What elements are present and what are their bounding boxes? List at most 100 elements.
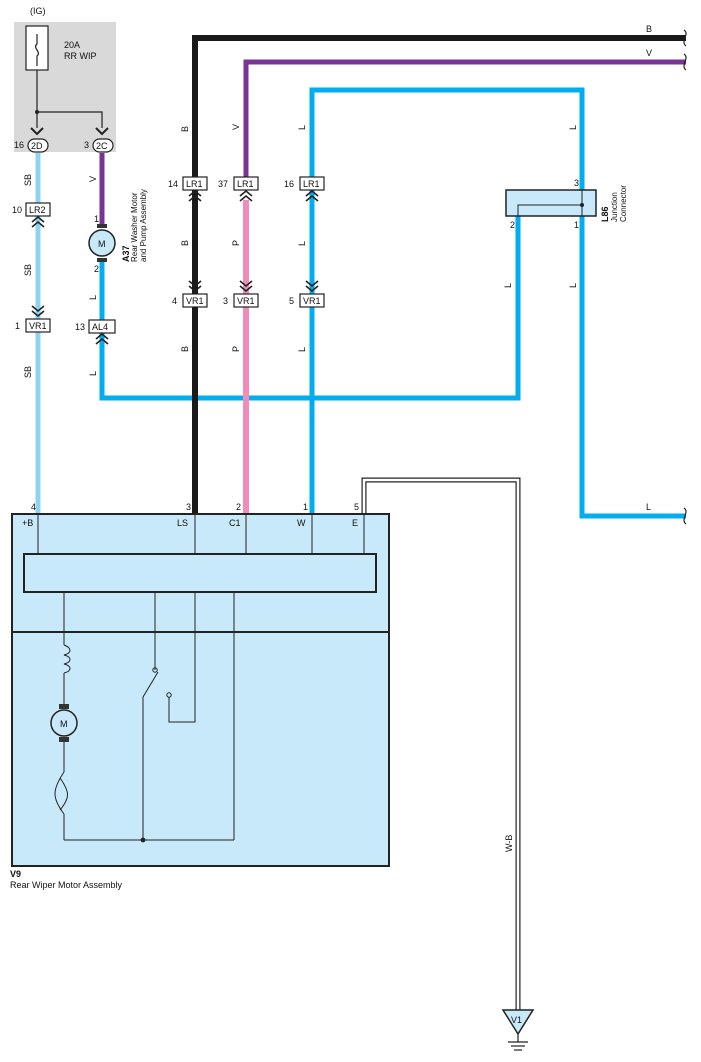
svg-text:M: M [60, 719, 68, 729]
wire-l-w [309, 87, 585, 514]
svg-text:5: 5 [289, 296, 294, 306]
svg-text:10: 10 [12, 205, 22, 215]
svg-text:L: L [503, 283, 513, 288]
fuse-icon [34, 34, 40, 66]
svg-text:L: L [568, 125, 578, 130]
svg-text:SB: SB [23, 366, 33, 378]
svg-text:VR1: VR1 [237, 296, 255, 306]
connectors: LR2 10 VR1 1 AL4 13 LR1 14 VR [12, 176, 325, 345]
connector-lr1-l: LR1 16 [284, 176, 325, 202]
svg-text:P: P [231, 346, 241, 352]
ground-v1: V1 [501, 1009, 535, 1051]
arrow-icon [30, 127, 44, 136]
connector-vr1-l: VR1 5 [289, 280, 325, 308]
fuse-out-pin-1: 16 [14, 140, 24, 150]
svg-text:AL4: AL4 [92, 322, 108, 332]
washer-motor-id: A37 [121, 245, 131, 262]
junction-connector-l86: 3 2 1 L86 Junction Connector [505, 178, 628, 230]
connector-lr1-v: LR1 37 [218, 176, 259, 202]
connector-vr1-sb: VR1 1 [15, 305, 51, 333]
connector-al4: AL4 13 [75, 319, 116, 345]
motor-assembly-id: V9 [10, 869, 21, 879]
svg-text:VR1: VR1 [29, 321, 47, 331]
svg-text:W-B: W-B [504, 835, 514, 852]
svg-text:LR1: LR1 [186, 179, 203, 189]
control-unit-block [23, 553, 377, 593]
break-icon [683, 507, 687, 525]
wire-wb [361, 477, 521, 1010]
washer-motor-name2: and Pump Assembly [139, 189, 148, 262]
svg-text:L: L [297, 347, 307, 352]
svg-text:VR1: VR1 [303, 296, 321, 306]
connector-vr1-p: VR1 3 [223, 280, 259, 308]
arrow-icon [95, 127, 109, 136]
svg-text:V: V [231, 124, 241, 130]
svg-text:16: 16 [284, 179, 294, 189]
svg-text:1: 1 [574, 220, 579, 230]
svg-text:W: W [297, 518, 306, 528]
rear-wiper-motor-assembly-v9: 4 3 2 1 5 +B LS C1 W E [10, 502, 390, 890]
fuse-out-conn-2: 2C [96, 141, 108, 151]
svg-text:L: L [88, 295, 98, 300]
svg-text:L: L [297, 241, 307, 246]
junction-name1: Junction [610, 192, 619, 222]
wire-label-l-end: L [646, 502, 651, 512]
wire-break-icons [683, 29, 687, 525]
wire-b [192, 35, 686, 514]
fuse-out-conn-1: 2D [31, 141, 43, 151]
wire-color-labels: SB SB SB V L L B B B V P P L L L L L L W… [23, 124, 578, 852]
svg-text:14: 14 [168, 179, 178, 189]
svg-text:4: 4 [172, 296, 177, 306]
svg-text:B: B [180, 126, 190, 132]
svg-text:2: 2 [236, 502, 241, 512]
svg-text:V: V [88, 176, 98, 182]
svg-text:B: B [180, 346, 190, 352]
svg-text:V1: V1 [511, 1015, 522, 1025]
wire-label-b-end: B [646, 24, 652, 34]
svg-text:LS: LS [177, 518, 188, 528]
svg-text:1: 1 [15, 321, 20, 331]
fuse-amp: 20A [64, 40, 80, 50]
coil-icon [63, 644, 71, 674]
svg-text:SB: SB [23, 264, 33, 276]
connector-vr1-b: VR1 4 [172, 280, 208, 308]
svg-text:2: 2 [510, 220, 515, 230]
break-icon [683, 53, 687, 71]
ig-label: (IG) [30, 6, 46, 16]
switch-icon [142, 671, 159, 698]
svg-text:3: 3 [223, 296, 228, 306]
svg-text:2: 2 [94, 264, 99, 274]
svg-text:3: 3 [186, 502, 191, 512]
connector-lr2: LR2 10 [12, 202, 51, 228]
svg-text:L: L [297, 125, 307, 130]
svg-text:LR2: LR2 [29, 205, 46, 215]
svg-text:LR1: LR1 [303, 179, 320, 189]
washer-motor-name1: Rear Washer Motor [130, 192, 139, 262]
svg-text:P: P [231, 240, 241, 246]
wire-v [243, 59, 686, 180]
svg-text:3: 3 [574, 178, 579, 188]
svg-text:5: 5 [354, 502, 359, 512]
junction-name2: Connector [619, 185, 628, 222]
svg-text:1: 1 [94, 214, 99, 224]
svg-text:C1: C1 [229, 518, 241, 528]
connector-lr1-b: LR1 14 [168, 176, 208, 202]
svg-text:SB: SB [23, 174, 33, 186]
wire-label-v-end: V [646, 48, 652, 58]
fuse-out-pin-2: 3 [84, 140, 89, 150]
motor-icon [88, 229, 116, 257]
circuit-breaker-icon [54, 771, 65, 815]
wire-l-out [579, 216, 686, 519]
svg-text:L: L [568, 283, 578, 288]
svg-text:M: M [98, 239, 106, 249]
svg-text:4: 4 [31, 502, 36, 512]
washer-motor-a37: 1 2 M A37 Rear Washer Motor and Pump Ass… [88, 189, 148, 274]
svg-text:VR1: VR1 [186, 296, 204, 306]
fuse-name: RR WIP [64, 51, 97, 61]
svg-text:LR1: LR1 [237, 179, 254, 189]
svg-text:+B: +B [22, 518, 33, 528]
junction-id: L86 [600, 206, 610, 222]
break-icon [683, 29, 687, 47]
fuse-box: (IG) 20A RR WIP 16 2D 3 2C [14, 6, 116, 153]
